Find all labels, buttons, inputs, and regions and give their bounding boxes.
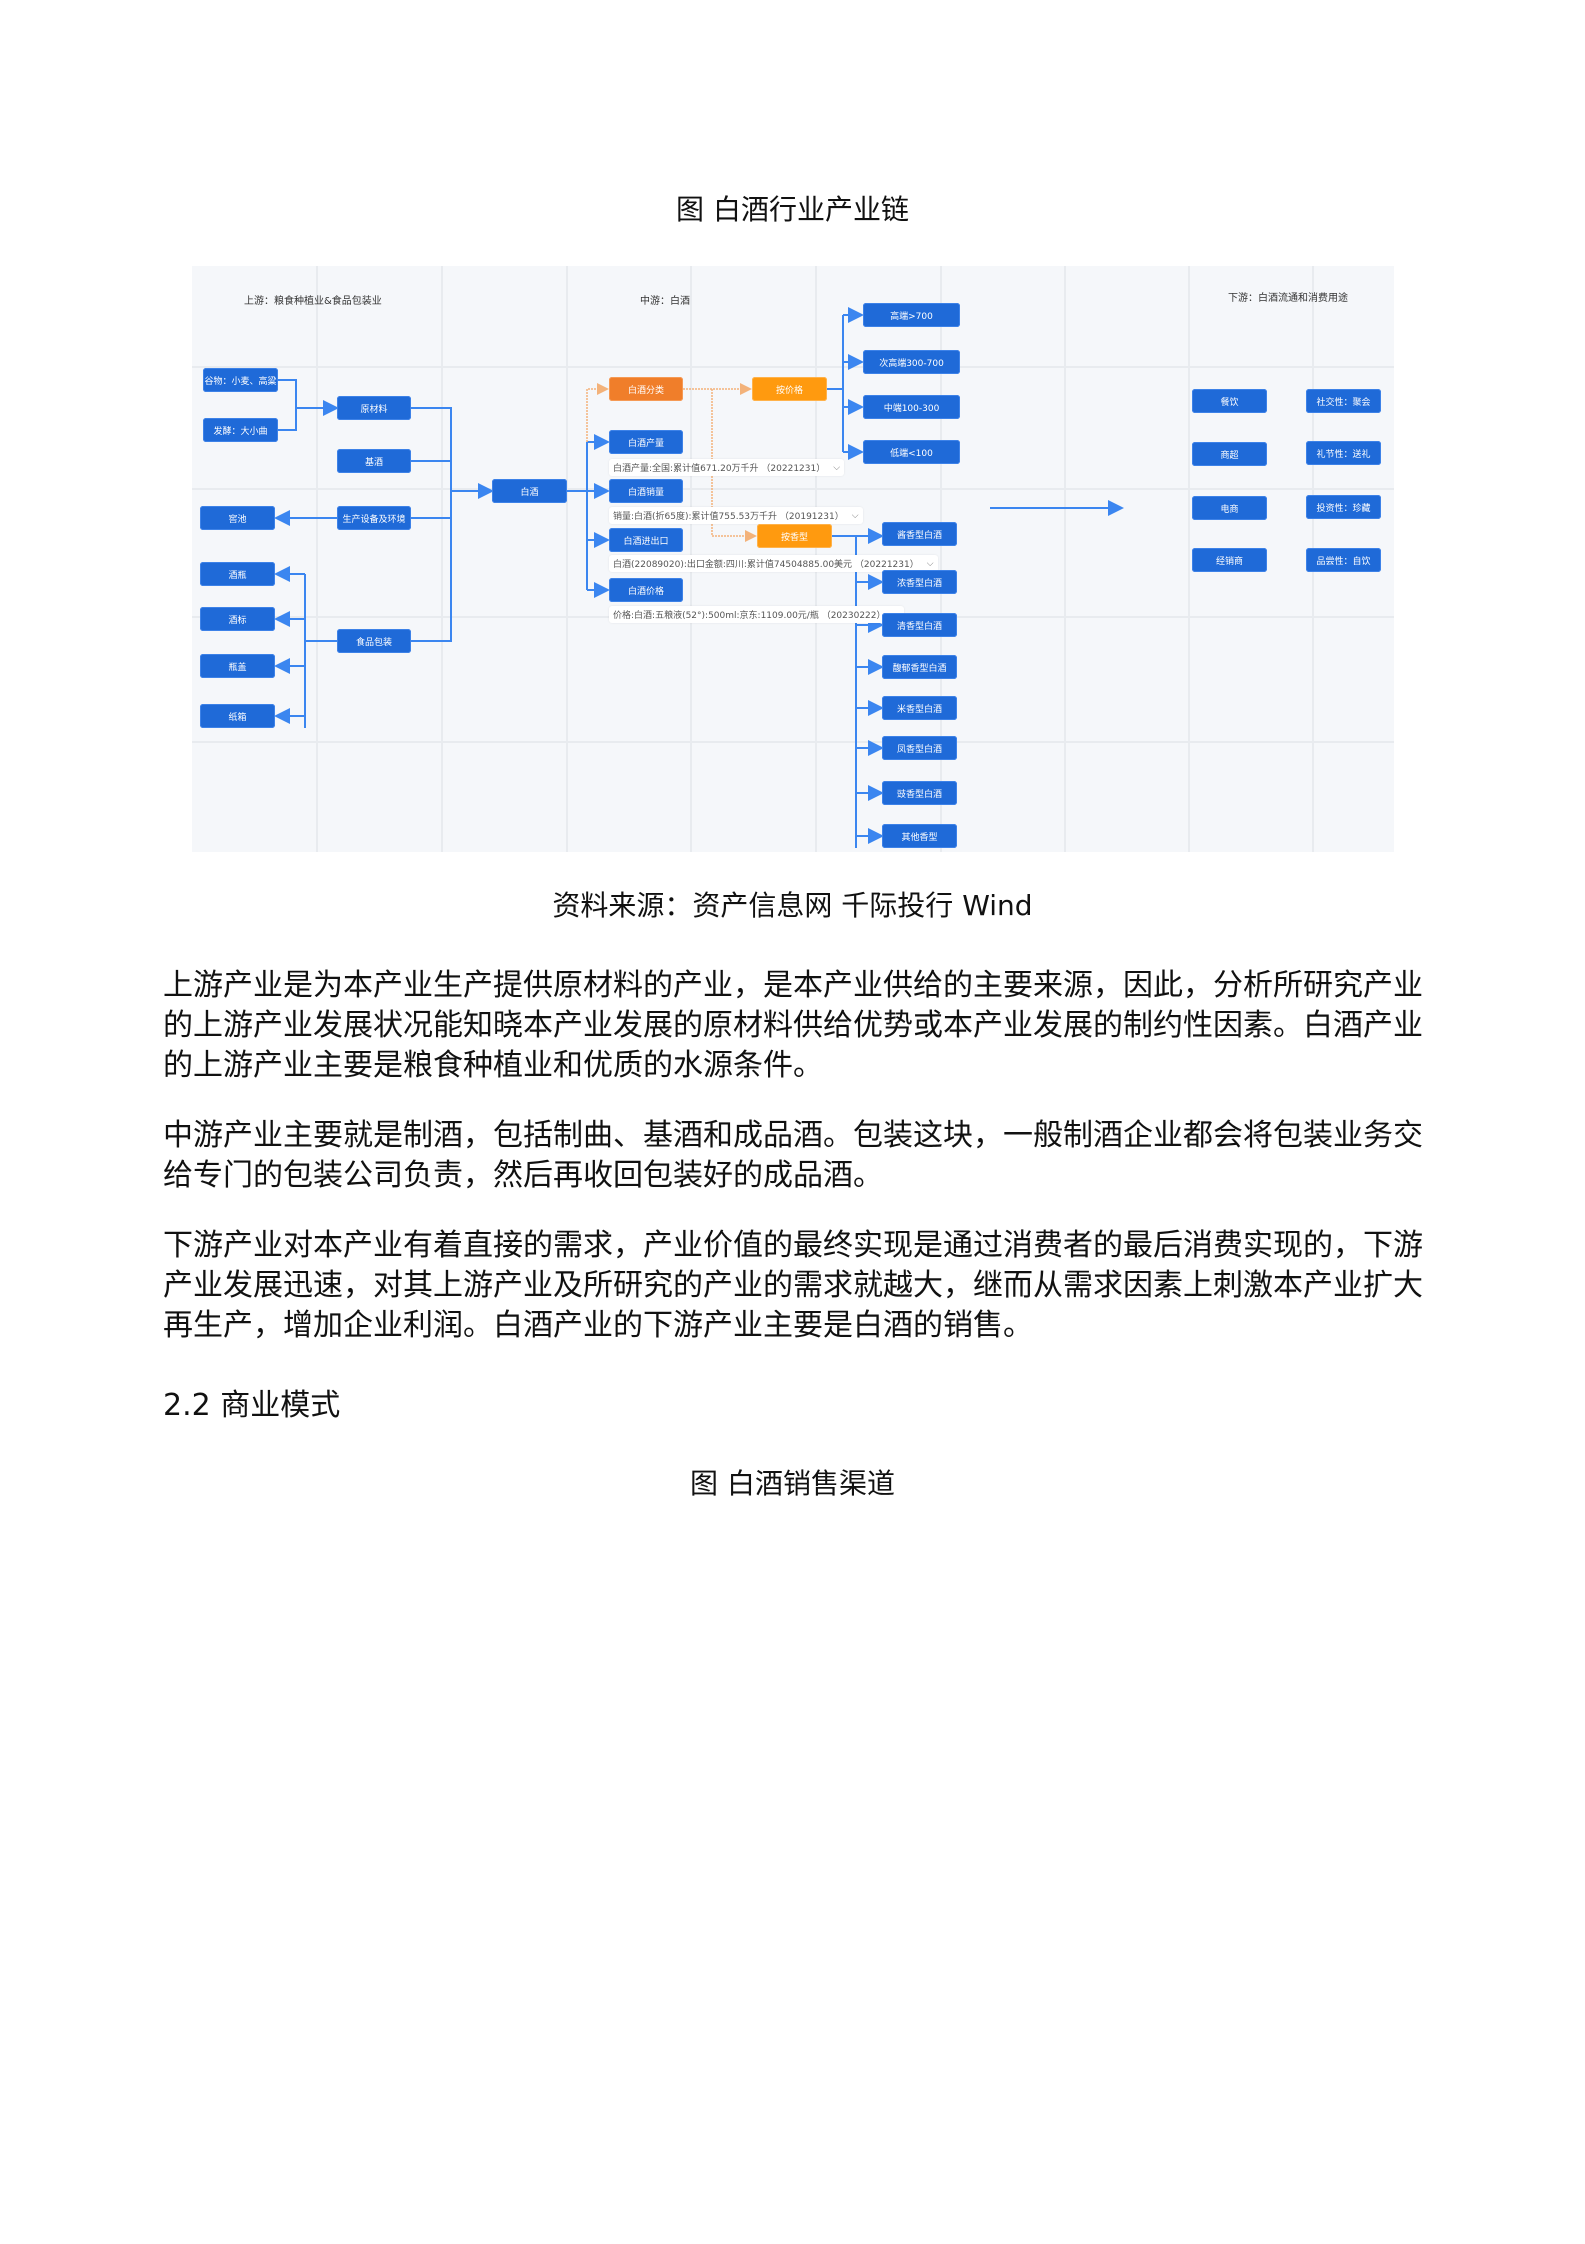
node-price-tier[interactable]: 低端<100 <box>863 440 960 464</box>
grid-line <box>192 366 1394 368</box>
sales-info-text: 销量:白酒(折65度):累计值755.53万千升 （20191231） <box>613 512 844 522</box>
node-price-tier[interactable]: 高端>700 <box>863 303 960 327</box>
chevron-down-icon: ⌵ <box>851 510 859 521</box>
node-channel[interactable]: 商超 <box>1192 442 1267 466</box>
connector-lines <box>274 307 1124 848</box>
node-price-tier[interactable]: 次高端300-700 <box>863 350 960 374</box>
paragraph-upstream: 上游产业是为本产业生产提供原材料的产业，是本产业供给的主要来源，因此，分析所研究… <box>163 968 1423 1083</box>
midstream-section-title: 中游：白酒 <box>640 296 690 307</box>
node-cellar[interactable]: 窖池 <box>200 506 275 530</box>
node-aroma-type[interactable]: 米香型白酒 <box>882 696 957 720</box>
figure-caption-industry-chain: 图 白酒行业产业链 <box>676 193 909 226</box>
output-info-text: 白酒产量:全国:累计值671.20万千升 （20221231） <box>613 464 826 474</box>
node-bottle[interactable]: 酒瓶 <box>200 562 275 586</box>
node-aroma-type[interactable]: 浓香型白酒 <box>882 570 957 594</box>
node-base-liquor[interactable]: 基酒 <box>337 449 411 473</box>
node-sales[interactable]: 白酒销量 <box>609 479 683 503</box>
price-info-text: 价格:白酒:五粮液(52°):500ml:京东:1109.00元/瓶 （2023… <box>613 611 886 621</box>
node-by-price[interactable]: 按价格 <box>752 377 827 401</box>
grid-line <box>192 488 1394 490</box>
price-info-dropdown[interactable]: 价格:白酒:五粮液(52°):500ml:京东:1109.00元/瓶 （2023… <box>609 606 905 623</box>
downstream-section-title: 下游：白酒流通和消费用途 <box>1228 293 1348 304</box>
output-info-dropdown[interactable]: 白酒产量:全国:累计值671.20万千升 （20221231） ⌵ <box>609 459 845 476</box>
node-aroma-type[interactable]: 凤香型白酒 <box>882 736 957 760</box>
trade-info-text: 白酒(22089020):出口金额:四川:累计值74504885.00美元 （2… <box>613 560 919 570</box>
node-by-aroma[interactable]: 按香型 <box>757 524 832 548</box>
grid-line <box>1188 266 1190 852</box>
node-carton[interactable]: 纸箱 <box>200 704 275 728</box>
node-use[interactable]: 礼节性：送礼 <box>1306 441 1381 465</box>
node-price[interactable]: 白酒价格 <box>609 578 683 602</box>
node-channel[interactable]: 电商 <box>1192 496 1267 520</box>
grid-line <box>940 266 942 852</box>
industry-chain-diagram: 上游：粮食种植业&食品包装业 中游：白酒 下游：白酒流通和消费用途 谷物：小麦、… <box>192 266 1394 852</box>
grid-line <box>316 266 318 852</box>
sales-info-dropdown[interactable]: 销量:白酒(折65度):累计值755.53万千升 （20191231） ⌵ <box>609 507 863 524</box>
node-raw-material[interactable]: 原材料 <box>337 396 411 420</box>
node-baijiu[interactable]: 白酒 <box>492 479 567 503</box>
chevron-down-icon: ⌵ <box>926 558 934 569</box>
node-aroma-type[interactable]: 豉香型白酒 <box>882 781 957 805</box>
node-use[interactable]: 投资性：珍藏 <box>1306 495 1381 519</box>
trade-info-dropdown[interactable]: 白酒(22089020):出口金额:四川:累计值74504885.00美元 （2… <box>609 555 938 572</box>
node-ferment[interactable]: 发酵：大小曲 <box>203 418 278 442</box>
section-heading: 2.2 商业模式 <box>163 1388 341 1423</box>
figure-source: 资料来源：资产信息网 千际投行 Wind <box>552 889 1033 922</box>
figure-caption-sales-channels: 图 白酒销售渠道 <box>690 1467 895 1500</box>
chevron-down-icon: ⌵ <box>833 462 841 473</box>
node-channel[interactable]: 餐饮 <box>1192 389 1267 413</box>
node-price-tier[interactable]: 中端100-300 <box>863 395 960 419</box>
node-grain[interactable]: 谷物：小麦、高粱 <box>203 368 278 392</box>
node-equipment[interactable]: 生产设备及环境 <box>337 506 411 530</box>
node-label[interactable]: 酒标 <box>200 607 275 631</box>
grid-line <box>566 266 568 852</box>
paragraph-downstream: 下游产业对本产业有着直接的需求，产业价值的最终实现是通过消费者的最后消费实现的，… <box>163 1228 1423 1343</box>
node-channel[interactable]: 经销商 <box>1192 548 1267 572</box>
grid-line <box>441 266 443 852</box>
node-aroma-type[interactable]: 其他香型 <box>882 824 957 848</box>
grid-line <box>192 741 1394 743</box>
node-trade[interactable]: 白酒进出口 <box>609 528 683 552</box>
node-aroma-type[interactable]: 馥郁香型白酒 <box>882 655 957 679</box>
node-aroma-type[interactable]: 酱香型白酒 <box>882 522 957 546</box>
upstream-section-title: 上游：粮食种植业&食品包装业 <box>244 296 382 307</box>
node-classification[interactable]: 白酒分类 <box>609 377 683 401</box>
grid-line <box>1064 266 1066 852</box>
node-aroma-type[interactable]: 清香型白酒 <box>882 613 957 637</box>
node-output[interactable]: 白酒产量 <box>609 430 683 454</box>
node-cap[interactable]: 瓶盖 <box>200 654 275 678</box>
node-packaging[interactable]: 食品包装 <box>337 629 411 653</box>
paragraph-midstream: 中游产业主要就是制酒，包括制曲、基酒和成品酒。包装这块，一般制酒企业都会将包装业… <box>163 1118 1423 1193</box>
node-use[interactable]: 品尝性：自饮 <box>1306 548 1381 572</box>
node-use[interactable]: 社交性：聚会 <box>1306 389 1381 413</box>
